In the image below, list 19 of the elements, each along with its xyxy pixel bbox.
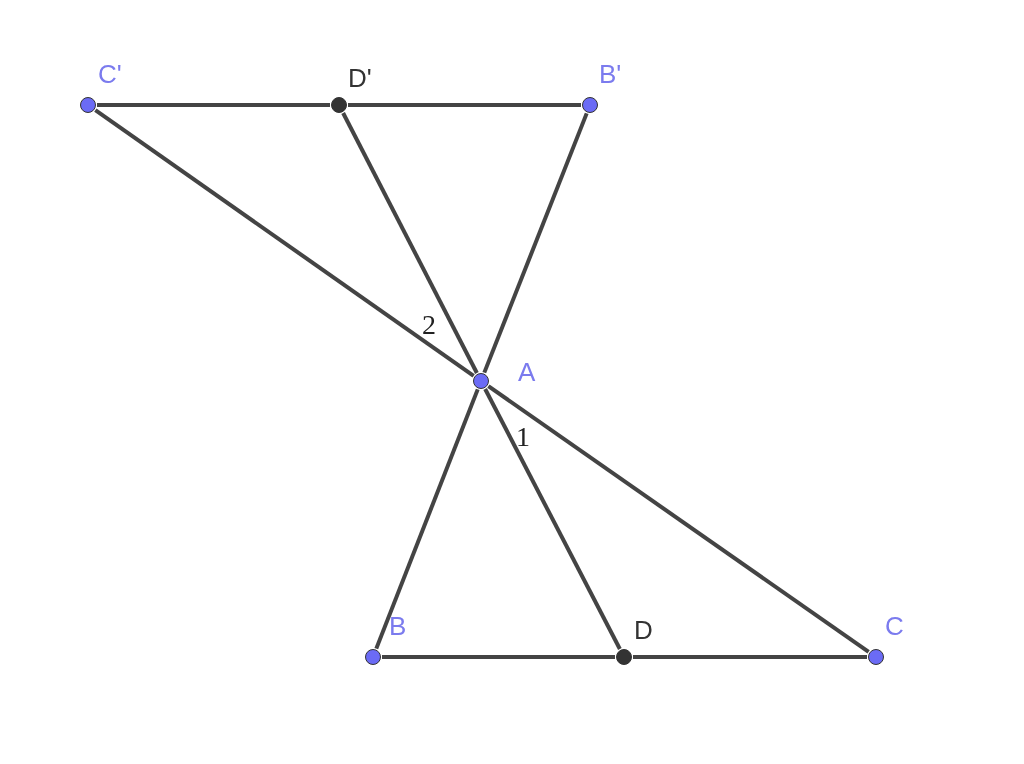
point-label: D' <box>348 63 372 93</box>
point-label: C <box>885 611 904 641</box>
line-segment <box>94 108 475 378</box>
angle-label: 2 <box>422 310 436 340</box>
line-segment <box>487 384 870 654</box>
point-label: B <box>389 611 407 641</box>
point-label: C' <box>98 59 122 89</box>
line-segment <box>348 103 581 107</box>
point-label: B' <box>599 59 622 89</box>
line-segment <box>483 388 622 650</box>
line-segment <box>341 112 479 374</box>
point-label: D <box>634 615 653 645</box>
angle-label: 1 <box>516 422 530 452</box>
line-segment <box>633 655 867 659</box>
line-segment <box>482 112 589 374</box>
line-segment <box>382 655 615 659</box>
line-segment <box>97 103 330 107</box>
line-segment <box>374 388 480 650</box>
point-label: A <box>518 357 536 387</box>
